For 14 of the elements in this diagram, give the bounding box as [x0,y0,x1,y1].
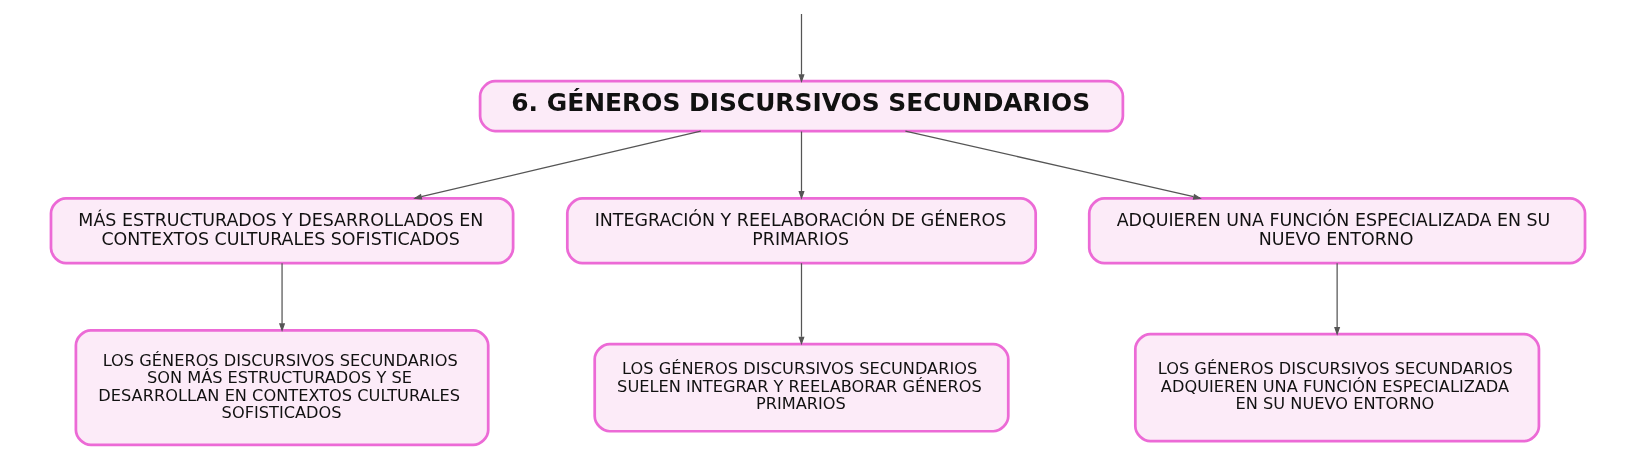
arrow [798,130,805,200]
arrow [413,130,702,200]
arrow [798,13,805,84]
arrow [279,262,286,333]
node-box: LOS GÉNEROS DISCURSIVOS SECUNDARIOS ADQUIEREN UNA FUNCIÓN ESPECIALIZADA EN SU NUEVO ENTORNO [1133,332,1541,443]
arrow [904,130,1202,200]
node-box: MÁS ESTRUCTURADOS Y DESARROLLADOS EN CONTEXTOS CULTURALES SOFISTICADOS [49,196,515,265]
node-box: INTEGRACIÓN Y REELABORACIÓN DE GÉNEROS PRIMARIOS [565,196,1038,265]
node-box: LOS GÉNEROS DISCURSIVOS SECUNDARIOS SON MÁS ESTRUCTURADOS Y SE DESARROLLAN EN CONTEXTOS CULTURALES SOFISTICADOS [74,329,490,447]
node-box: ADQUIEREN UNA FUNCIÓN ESPECIALIZADA EN SU NUEVO ENTORNO [1087,196,1587,265]
arrow [798,262,805,346]
node-box: 6. GÉNEROS DISCURSIVOS SECUNDARIOS [478,79,1125,133]
node-box: LOS GÉNEROS DISCURSIVOS SECUNDARIOS SUELEN INTEGRAR Y REELABORAR GÉNEROS PRIMARIOS [593,342,1010,433]
arrow [1334,262,1341,336]
